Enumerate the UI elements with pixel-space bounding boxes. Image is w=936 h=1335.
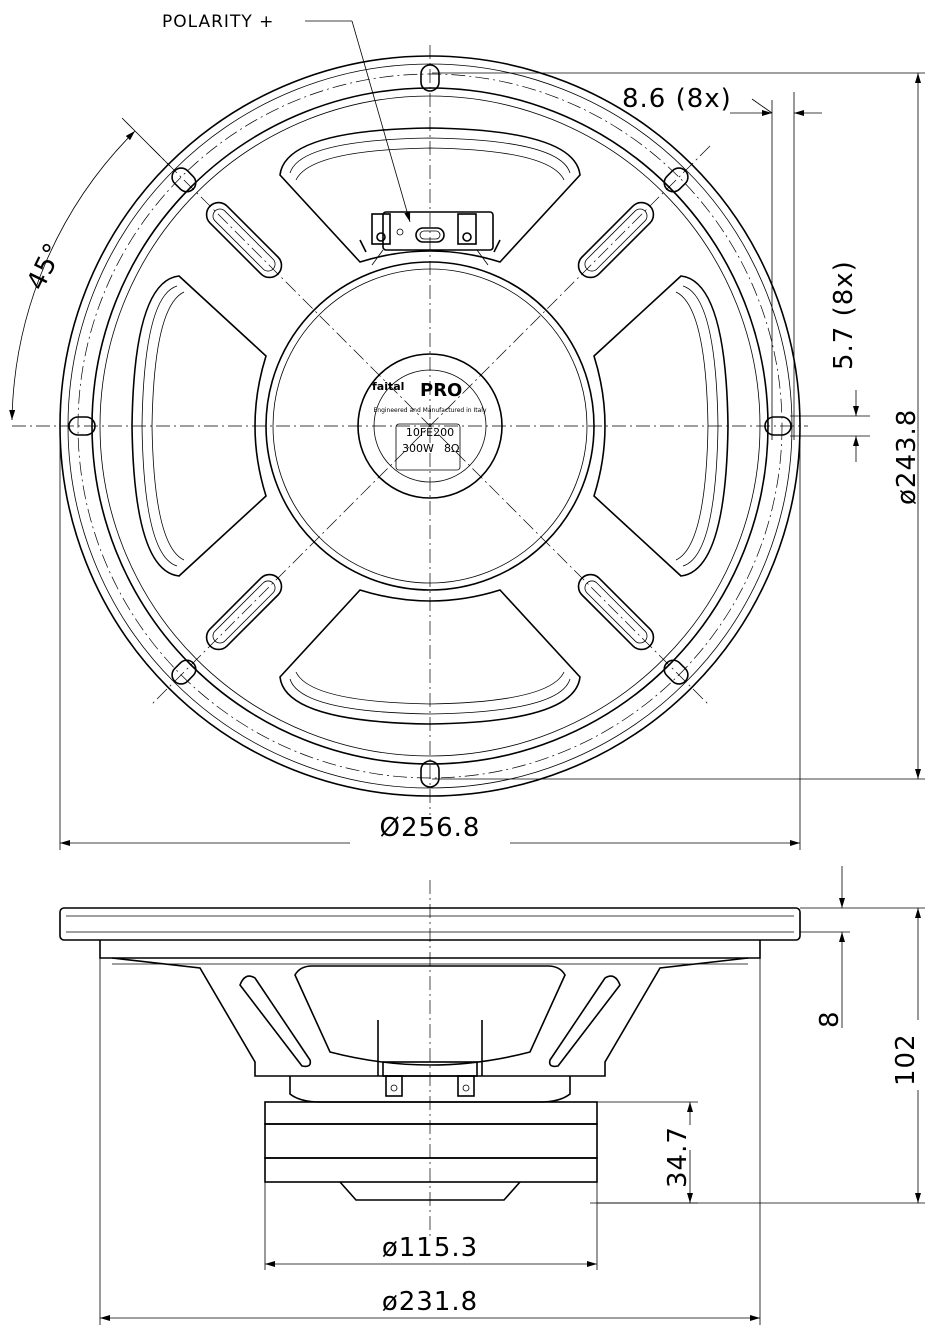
hole-spacing-dimension: 8.6 (8x) [432,72,925,440]
cutout-diameter-label: ø231.8 [382,1287,478,1317]
angle-label: 45° [21,238,69,295]
mounting-hole [171,659,197,685]
total-depth-dimension: 102 [590,908,925,1204]
brand-suffix: PRO [420,380,462,401]
angle-dimension: 45° [9,117,171,421]
frame-flange [59,907,801,941]
terminal-block [359,211,501,266]
frame-inner-ring [91,87,769,765]
gasket-ring [99,95,761,757]
basket-window [593,275,729,577]
flange-thickness-dimension: 8 [800,866,925,1028]
terminal-negative [371,213,391,245]
bolt-circle-label: ø243.8 [892,409,922,505]
basket-windows [131,127,729,725]
label-plate: faital PRO Engineered and Manufactured i… [357,353,503,499]
mounting-hole [663,167,689,193]
polarity-label: POLARITY + [162,12,274,32]
magnet-outer [265,261,595,591]
side-terminals [377,1020,483,1097]
basket-diagonal-slots [205,201,655,651]
mounting-hole [420,64,440,92]
polarity-callout: POLARITY + [162,12,411,223]
flange-thickness-label: 8 [815,1010,845,1028]
power-rating: 300W [402,442,434,455]
basket-side-slot-right [548,975,621,1068]
brand-name: faital [372,380,404,393]
basket-front-window [294,965,566,1066]
mounting-holes [68,64,792,788]
diagonal-slot [205,573,283,651]
mounting-hole [420,760,440,788]
basket-side-slot-left [239,975,312,1068]
frame-outer-ring [59,55,801,797]
basket-window [279,127,581,263]
cutout-diameter-dimension: ø231.8 [99,958,761,1325]
outer-diameter-dimension: Ø256.8 [59,430,801,850]
magnet-diameter-dimension: ø115.3 [264,1182,598,1270]
total-depth-label: 102 [891,1033,921,1086]
diagonal-centerline-b [149,145,711,707]
basket-rim [99,940,761,959]
magnet-inner-edge [272,268,588,584]
bolt-circle [77,73,783,779]
top-plate [264,1101,598,1125]
frame-outer-ring-inner-edge [67,63,793,789]
front-view: faital PRO Engineered and Manufactured i… [9,12,925,850]
slot-width-dimension: 5.7 (8x) [790,260,870,462]
side-view: 8 102 34.7 ø115.3 [59,866,925,1325]
mounting-hole [764,416,792,436]
polarity-marker [415,227,445,243]
diagonal-slot [577,201,655,279]
basket-window [131,275,267,577]
terminal-positive [457,213,477,245]
mounting-hole [663,659,689,685]
impedance-rating: 8Ω [444,442,459,455]
diagonal-slot [205,201,283,279]
magnet-diameter-label: ø115.3 [382,1233,478,1263]
magnet-height-label: 34.7 [663,1126,693,1188]
basket-window [279,589,581,725]
magnet-height-dimension: 34.7 [597,1101,698,1204]
model-number: 10FE200 [406,426,454,439]
label-tagline: Engineered and Manufactured in Italy [373,407,486,414]
hole-spacing-label: 8.6 (8x) [622,84,732,114]
bottom-plate [264,1157,598,1183]
label-disc [357,353,503,499]
bolt-circle-dimension: ø243.8 [432,73,925,780]
mounting-hole [171,167,197,193]
outer-diameter-label: Ø256.8 [380,813,481,843]
magnet-ring [264,1123,598,1159]
pole-piece [339,1181,521,1201]
slot-width-label: 5.7 (8x) [829,260,859,370]
diagonal-slot [577,573,655,651]
